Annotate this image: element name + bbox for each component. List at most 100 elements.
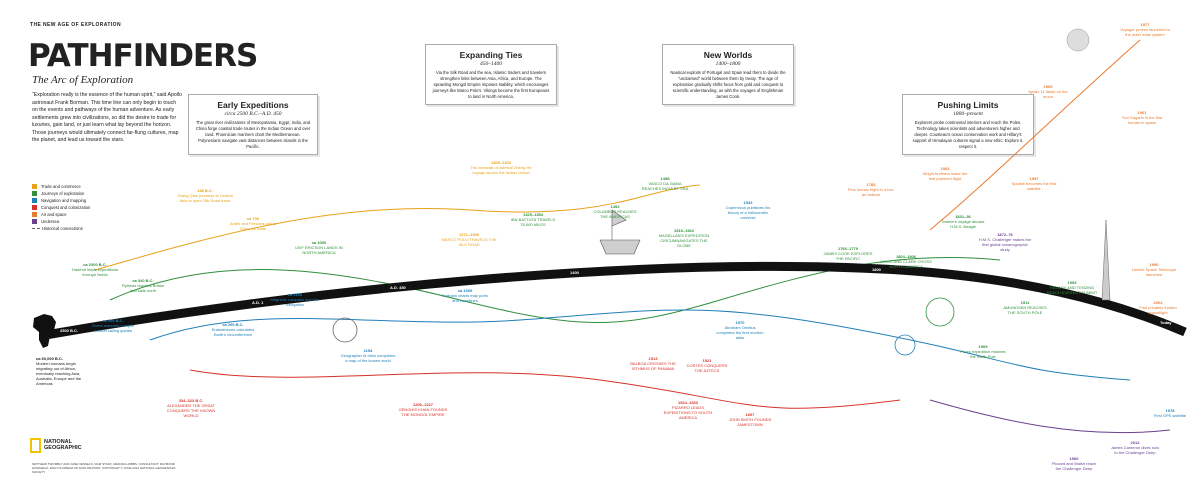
north-pole-marker bbox=[925, 297, 955, 327]
dashed-line-icon bbox=[32, 228, 40, 229]
undersea-pathway bbox=[929, 399, 1171, 434]
era-range: 1800–present bbox=[953, 111, 983, 117]
conquest-pathway bbox=[189, 369, 901, 409]
legend-item: Conquest and colonization bbox=[32, 205, 90, 210]
era-range: circa 2500 B.C.–A.D. 450 bbox=[224, 111, 282, 117]
rocket-icon bbox=[1101, 219, 1111, 301]
south-pole-marker bbox=[894, 334, 916, 356]
event-label: 138 B.C.Zhang Qian journeys to Central A… bbox=[177, 188, 233, 203]
era-text: Nautical exploits of Portugal and Spain … bbox=[670, 70, 786, 99]
era-box-new-worlds: New Worlds 1400–1800 Nautical exploits o… bbox=[662, 44, 794, 106]
era-box-pushing-limits: Pushing Limits 1800–present Explorers pr… bbox=[902, 94, 1034, 156]
event-label: ca 340 B.C.Pytheas reaches Britain and s… bbox=[121, 278, 165, 293]
era-title: Early Expeditions bbox=[217, 100, 289, 110]
air-space-pathway bbox=[929, 39, 1141, 231]
era-title: New Worlds bbox=[703, 50, 753, 60]
legend-item: Air and space bbox=[32, 212, 90, 217]
navigation-pathway bbox=[149, 309, 1131, 381]
legend-swatch-icon bbox=[32, 205, 37, 210]
logo-text: NATIONAL GEOGRAPHIC bbox=[44, 438, 82, 451]
legend-swatch-icon bbox=[32, 212, 37, 217]
intro-text: “Exploration really is the essence of th… bbox=[32, 92, 182, 144]
era-title: Expanding Ties bbox=[459, 50, 523, 60]
event-label: ca 200 B.C.Eratosthenes calculates Earth… bbox=[211, 322, 255, 337]
era-box-expanding-ties: Expanding Ties 450–1400 Via the Silk Roa… bbox=[425, 44, 557, 106]
tick-2500bc: 2500 B.C. bbox=[60, 328, 79, 333]
tick-1800: 1800 bbox=[872, 267, 881, 272]
legend: Trade and commerce Journeys of explorati… bbox=[32, 184, 90, 233]
trade-pathway bbox=[94, 184, 701, 271]
era-text: The great river civilizations of Mesopot… bbox=[195, 120, 311, 149]
legend-item: Trade and commerce bbox=[32, 184, 90, 189]
credits: MATTHEW TWOMBLY AND JANE VESSELS, NGM ST… bbox=[32, 462, 176, 475]
yellow-border-icon bbox=[30, 438, 41, 453]
legend-swatch-icon bbox=[32, 191, 37, 196]
event-label: 334–323 B.C.ALEXANDER THE GREAT CONQUERS… bbox=[166, 398, 216, 418]
event-label: ca 60,000 B.C.Modern humans begin migrat… bbox=[36, 356, 82, 386]
legend-item: Historical connections bbox=[32, 226, 90, 231]
legend-item: Navigation and mapping bbox=[32, 198, 90, 203]
national-geographic-logo: NATIONAL GEOGRAPHIC bbox=[30, 438, 84, 453]
era-box-early-expeditions: Early Expeditions circa 2500 B.C.–A.D. 4… bbox=[188, 94, 318, 156]
legend-swatch-icon bbox=[32, 198, 37, 203]
tick-1400: 1400 bbox=[570, 270, 579, 275]
tick-ad1: A.D. 1 bbox=[252, 300, 264, 305]
era-title: Pushing Limits bbox=[937, 100, 999, 110]
era-text: Via the Silk Road and the sea, Islamic t… bbox=[432, 70, 550, 99]
legend-item: Journeys of exploration bbox=[32, 191, 90, 196]
era-text: Explorers probe continental interiors an… bbox=[912, 120, 1024, 149]
legend-swatch-icon bbox=[32, 184, 37, 189]
astrolabe-icon bbox=[332, 317, 358, 343]
legend-swatch-icon bbox=[32, 219, 37, 224]
kicker: THE NEW AGE OF EXPLORATION bbox=[30, 22, 121, 28]
tick-today: Today bbox=[1160, 320, 1172, 325]
africa-icon bbox=[33, 314, 56, 348]
tick-ad450: A.D. 450 bbox=[390, 285, 406, 290]
era-range: 1400–1800 bbox=[715, 61, 741, 67]
page-title: PATHFINDERS bbox=[28, 38, 258, 74]
page-subtitle: The Arc of Exploration bbox=[32, 74, 134, 86]
timeline-arc bbox=[39, 261, 1187, 341]
event-label: ca 500 B.C.Greek mariners compile coasta… bbox=[91, 318, 135, 333]
era-range: 450–1400 bbox=[480, 61, 502, 67]
moon-icon bbox=[1066, 28, 1090, 52]
sailing-ship-icon bbox=[599, 209, 641, 255]
